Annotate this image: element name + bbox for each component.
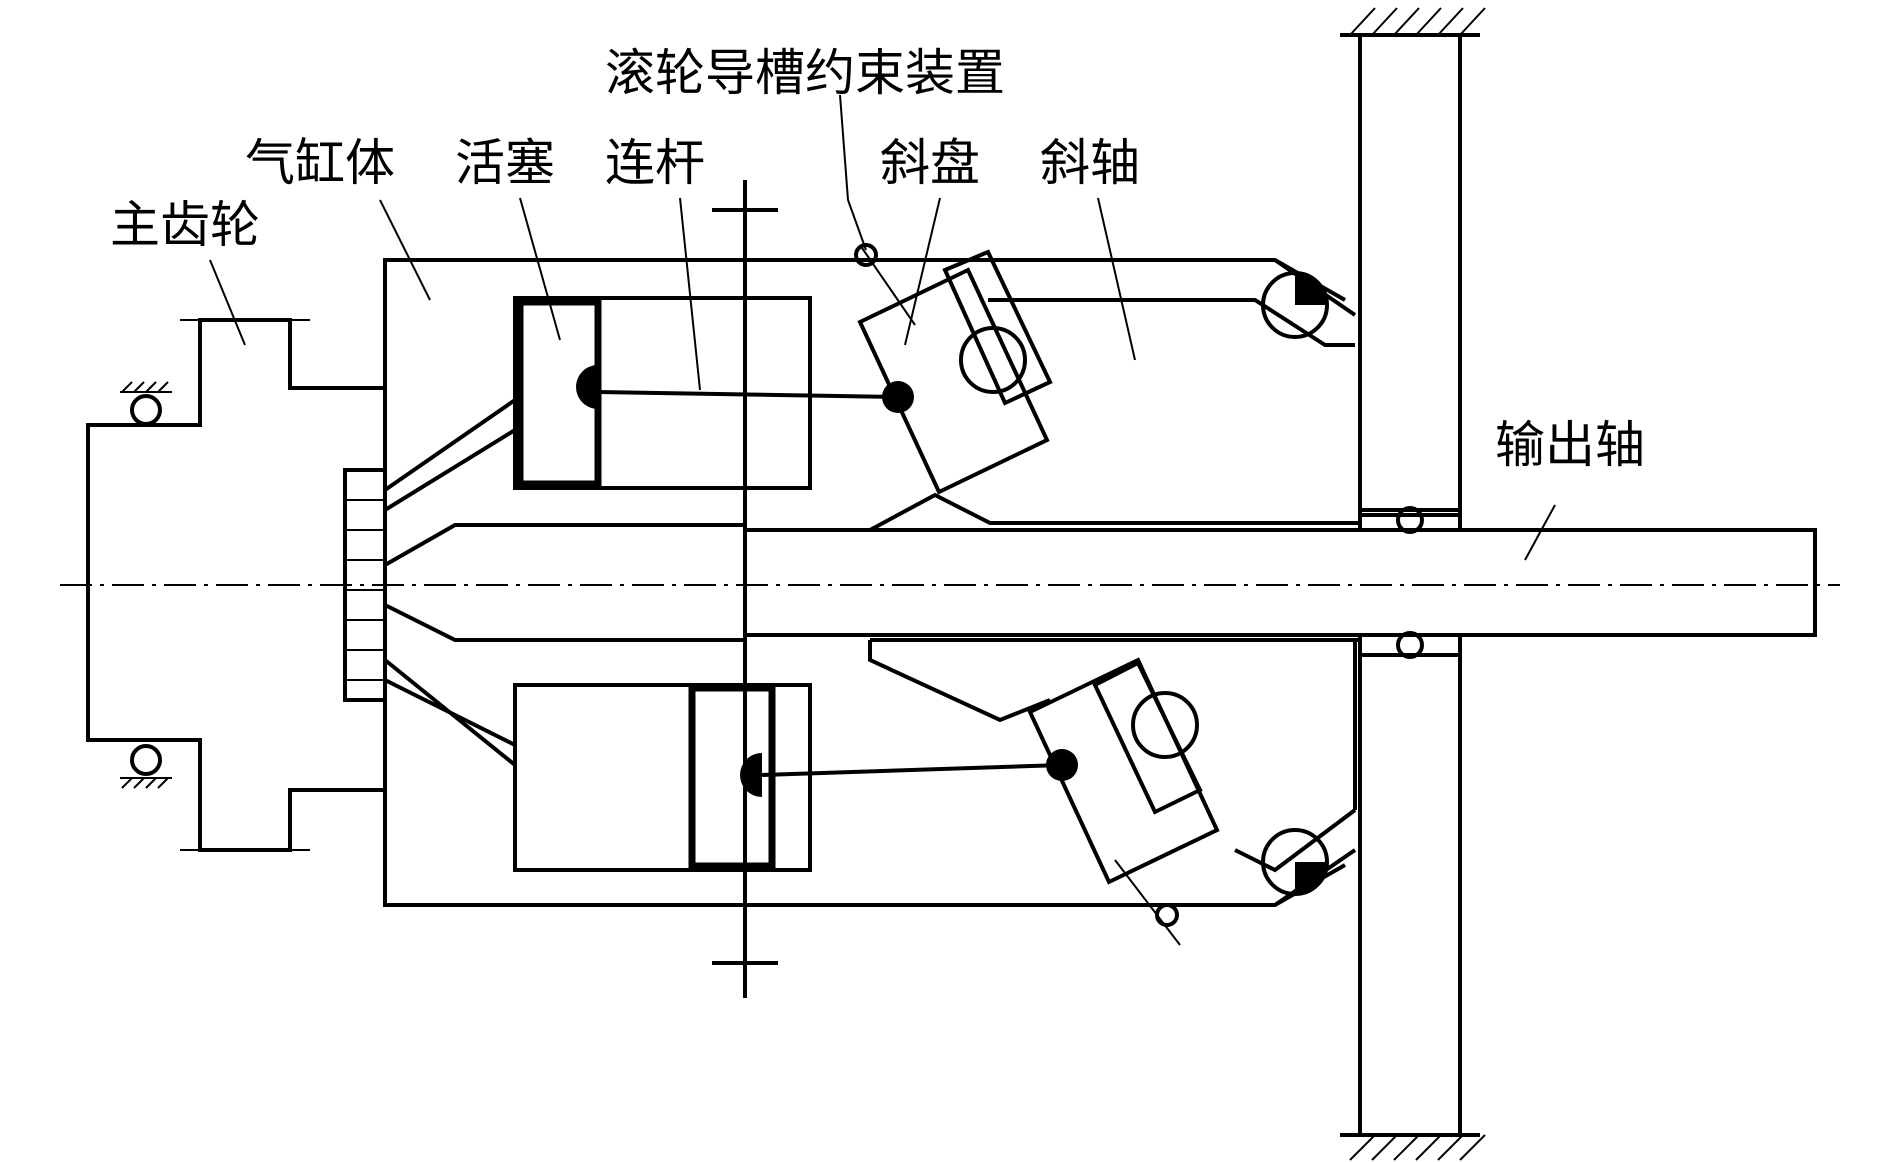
output-shaft — [745, 528, 1817, 637]
label-output-shaft: 输出轴 — [1495, 416, 1645, 474]
output-bearing-upper — [1358, 506, 1462, 534]
label-main-gear: 主齿轮 — [110, 196, 260, 254]
label-swash-plate: 斜盘 — [880, 134, 980, 192]
roller-guide-lower — [1261, 828, 1357, 907]
label-inclined-shaft: 斜轴 — [1040, 134, 1140, 192]
main-gear-bearing-bottom — [120, 744, 172, 789]
swash-plate-lower — [1027, 657, 1220, 885]
main-gear-bearing-top — [120, 381, 172, 426]
roller-guide-upper — [1261, 258, 1357, 339]
frame — [1340, 7, 1486, 1161]
lower-piston — [688, 684, 776, 870]
label-connecting-rod: 连杆 — [605, 134, 705, 192]
label-piston: 活塞 — [455, 134, 555, 192]
output-bearing-lower — [1358, 631, 1462, 659]
upper-piston — [516, 298, 602, 488]
upper-connecting-rod — [597, 381, 914, 413]
lower-connecting-rod — [761, 749, 1078, 781]
swash-plate-upper — [857, 249, 1053, 495]
cylinder-gear-mark — [712, 180, 778, 998]
label-roller-guide: 滚轮导槽约束装置 — [605, 44, 1005, 102]
guide-constraint-lower — [1114, 859, 1181, 946]
guide-constraint-upper — [847, 199, 916, 326]
label-cylinder-block: 气缸体 — [245, 134, 395, 192]
leader-lines — [209, 94, 1556, 561]
lower-cylinder — [513, 683, 812, 872]
upper-cylinder — [513, 296, 812, 490]
main-gear — [86, 318, 385, 852]
housing — [745, 258, 1346, 907]
